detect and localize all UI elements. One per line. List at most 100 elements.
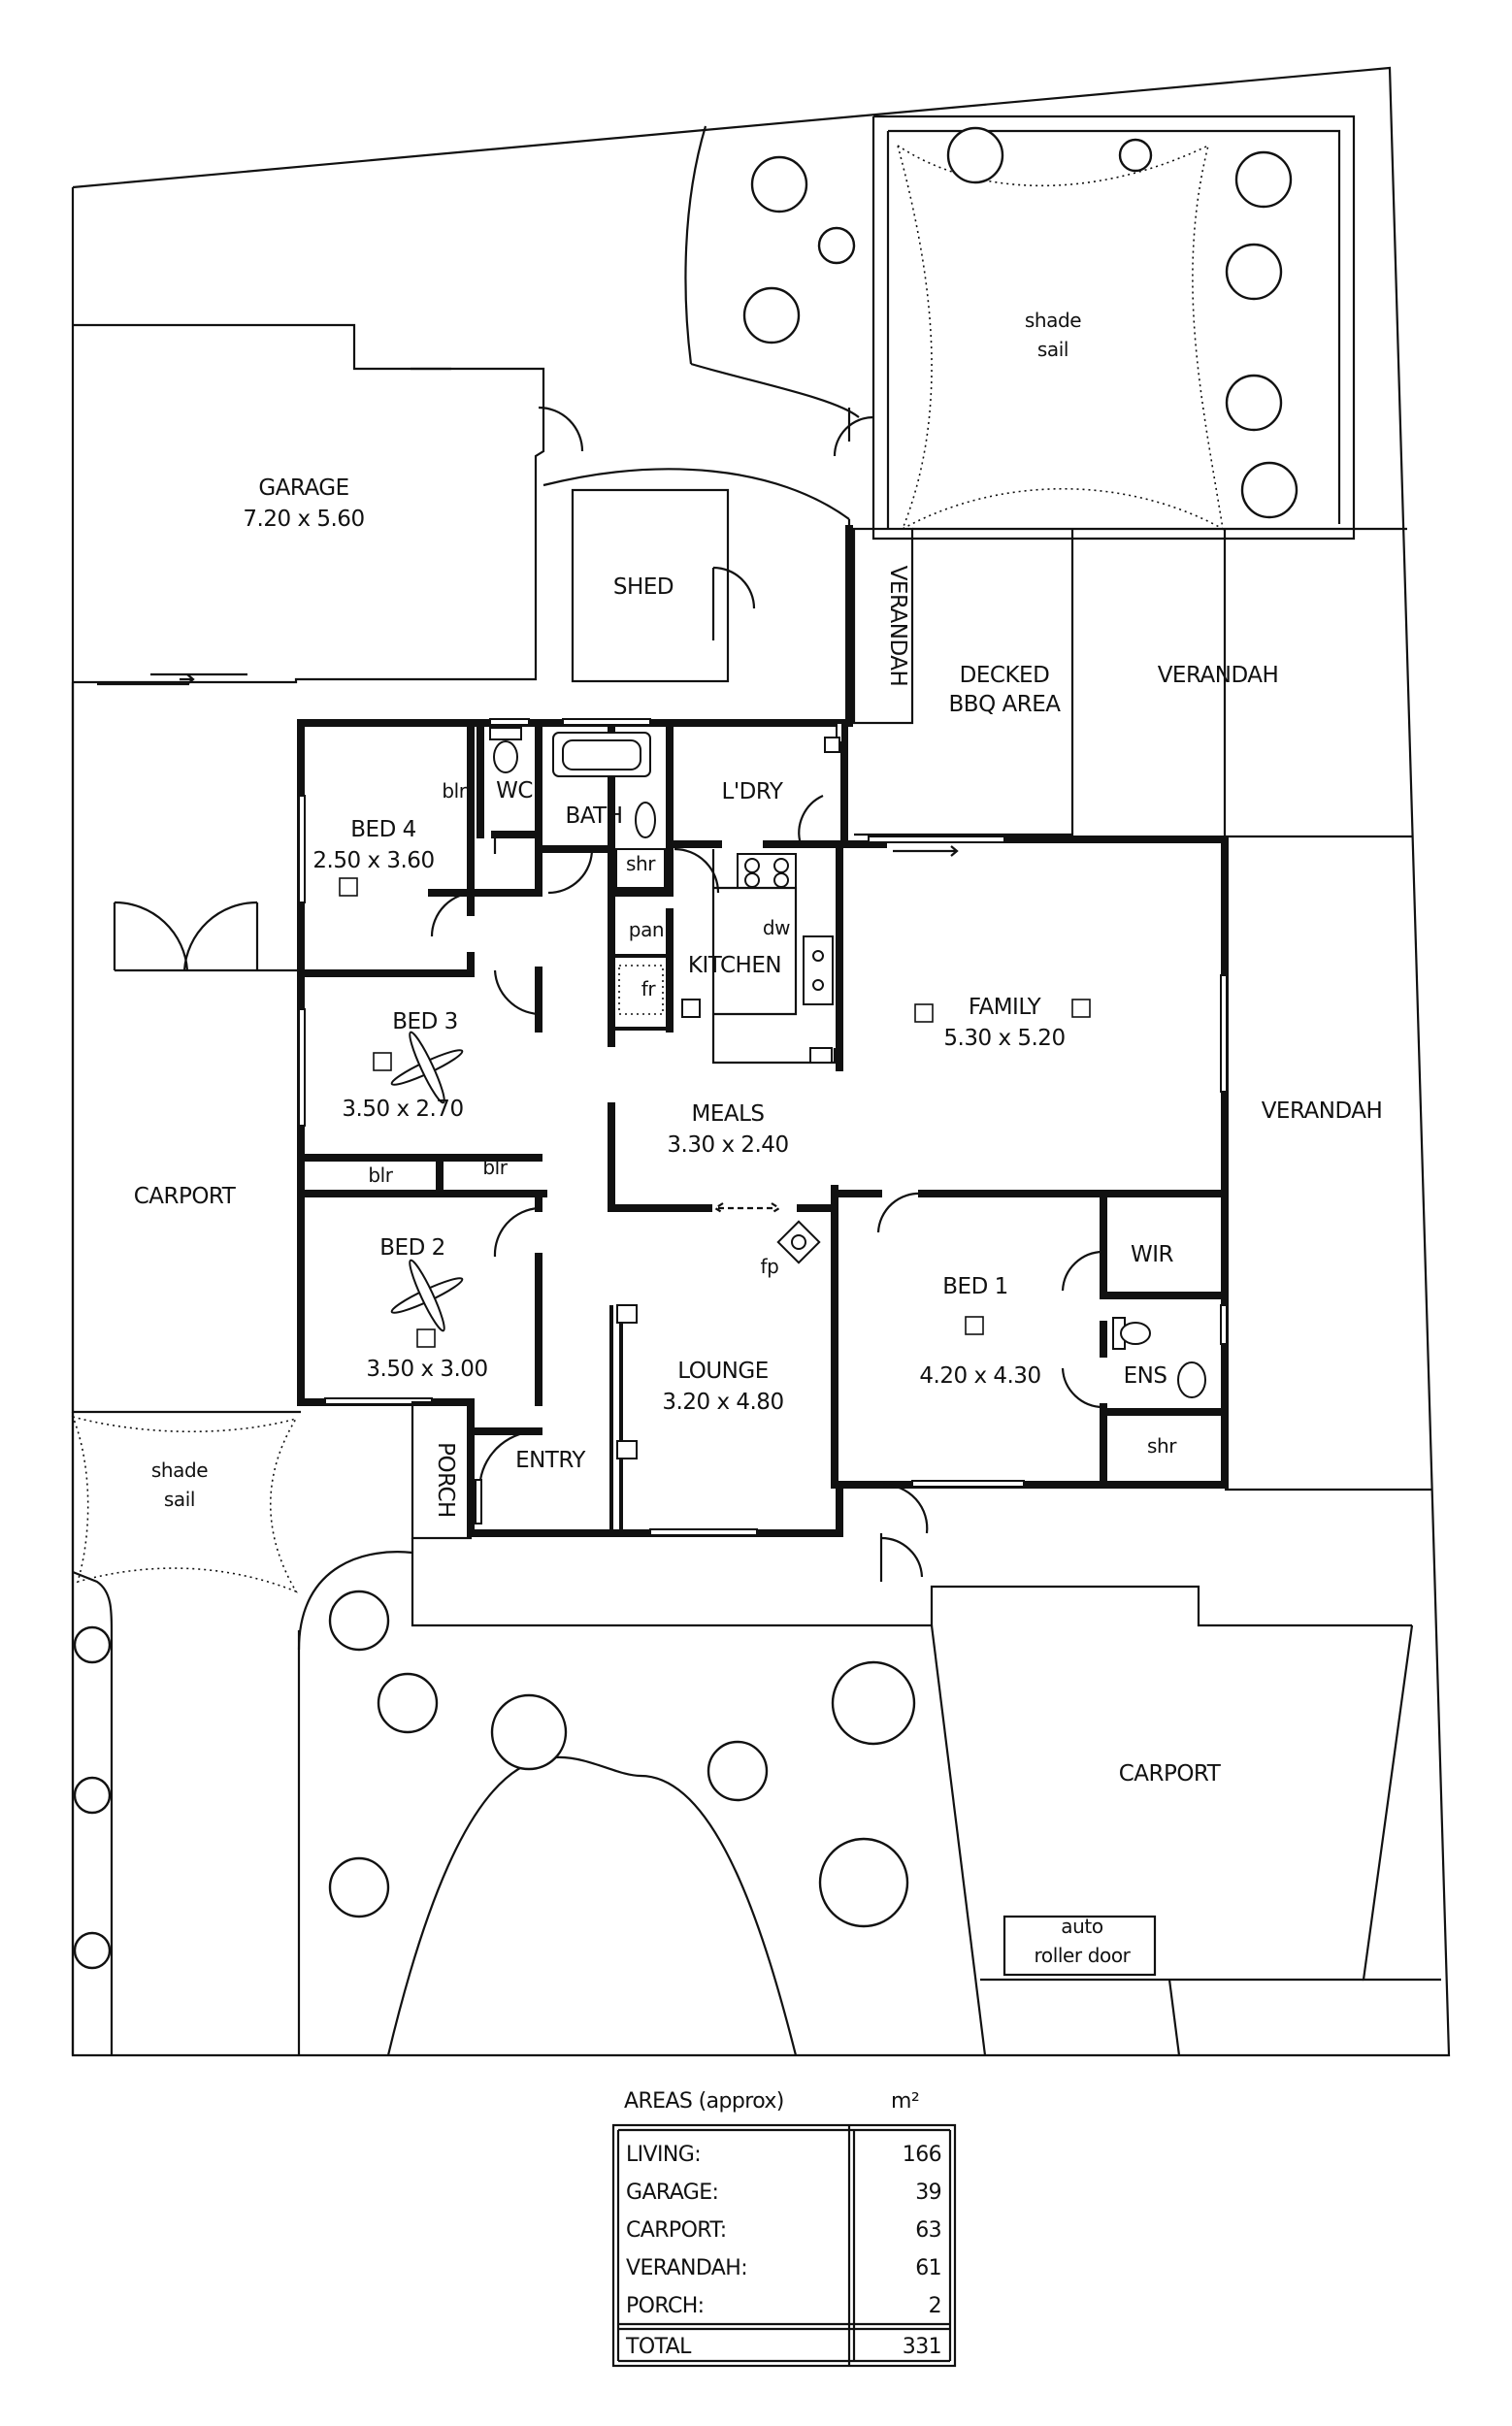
tree-icon [817,226,856,265]
areas-row-value: 61 [915,2256,941,2280]
blr-right-label: blr [482,1156,508,1179]
lounge-dims: 3.20 x 4.80 [662,1390,783,1415]
areas-row-value: 39 [915,2180,941,2205]
areas-row-label: VERANDAH: [626,2256,747,2280]
shade-sail-left-label-2: sail [164,1488,195,1511]
room-labels: GARAGE 7.20 x 5.60 SHED VERANDAH DECKED … [134,309,1383,1967]
areas-row-value: 63 [915,2218,941,2243]
tree-icon [377,1672,439,1734]
tree-icon [1234,150,1293,209]
tree-icon [707,1740,769,1802]
shr-bath-label: shr [626,852,656,875]
areas-unit: m² [891,2089,919,2114]
tree-icon [73,1931,112,1970]
shade-sail-top-label: shade [1025,309,1081,332]
wir-label: WIR [1131,1242,1174,1267]
tree-icon [328,1856,390,1918]
bed4-label: BED 4 [350,817,415,842]
shade-sail-top-label-2: sail [1037,338,1068,361]
bed4-dims: 2.50 x 3.60 [312,848,434,873]
shade-sail-left-label: shade [151,1459,208,1482]
tree-icon [490,1693,568,1771]
fridge-label: fr [641,977,657,1000]
tree-icon [1225,374,1283,432]
areas-row: CARPORT: 63 [626,2218,942,2243]
rear-garden [542,125,874,529]
interior-walls [297,719,1229,1533]
tree-icon [1225,243,1283,301]
porch-label: PORCH [433,1442,458,1518]
ens-label: ENS [1124,1363,1167,1389]
areas-total-label: TOTAL [625,2335,692,2359]
pantry-label: pan [629,918,664,941]
dishwasher-label: dw [763,916,790,939]
areas-row-label: CARPORT: [626,2218,727,2243]
doors [430,794,1104,1534]
family-dims: 5.30 x 5.20 [943,1026,1065,1051]
bed2-dims: 3.50 x 3.00 [366,1357,487,1382]
shed [571,488,756,683]
tree-icon [73,1776,112,1815]
bed3-label: BED 3 [392,1009,457,1034]
shade-sail-left [71,1412,298,2055]
tree-icon [742,286,801,344]
areas-row-value: 2 [929,2294,941,2318]
tree-icon [750,155,808,213]
tree-icon [818,1837,909,1928]
areas-row: VERANDAH: 61 [626,2256,942,2280]
front-garden [386,1755,798,2056]
verandah-top-label: VERANDAH [1158,663,1279,688]
meals-dims: 3.30 x 2.40 [667,1132,788,1158]
garage [73,323,584,686]
areas-row: GARAGE: 39 [626,2180,942,2205]
tree-icon [1240,461,1298,519]
decked-label: DECKED [960,663,1050,688]
roller-door-label-2: roller door [1034,1944,1131,1967]
areas-title: AREAS (approx) [624,2089,784,2114]
kitchen-label: KITCHEN [688,953,781,978]
kitchen-fixtures [618,849,837,1065]
garage-dims: 7.20 x 5.60 [243,507,364,532]
laundry-label: L'DRY [722,779,784,804]
garage-label: GARAGE [258,475,348,501]
fireplace [616,1220,821,1459]
fireplace-label: fp [761,1255,779,1278]
verandah-right-label: VERANDAH [1262,1098,1383,1124]
bath-label: BATH [565,803,622,829]
tree-icon [1118,138,1153,173]
carport-left [71,682,301,1414]
verandah-vertical-label: VERANDAH [885,566,910,687]
carport-right-label: CARPORT [1119,1761,1222,1787]
bathroom-fixtures [489,727,1206,1398]
areas-total-value: 331 [903,2335,941,2359]
wc-label: WC [496,778,533,803]
bed1-dims: 4.20 x 4.30 [919,1363,1040,1389]
areas-row-value: 166 [903,2143,941,2167]
areas-row-label: PORCH: [626,2294,705,2318]
entry-label: ENTRY [515,1448,586,1473]
carport-left-label: CARPORT [134,1184,237,1209]
areas-row: PORCH: 2 [626,2294,942,2318]
tree-icon [946,126,1004,184]
tree-icon [73,1625,112,1664]
roller-door-label: auto [1061,1915,1103,1938]
lounge-label: LOUNGE [677,1359,769,1384]
areas-row-label: LIVING: [626,2143,701,2167]
shed-label: SHED [613,574,674,600]
tree-icon [328,1590,390,1652]
family-label: FAMILY [969,995,1042,1020]
bed3-dims: 3.50 x 2.70 [342,1097,463,1122]
blr-left-label: blr [368,1164,393,1187]
trees [73,126,1298,1970]
areas-row-label: GARAGE: [626,2180,718,2205]
bed2-label: BED 2 [379,1235,444,1261]
areas-row: LIVING: 166 [626,2143,942,2167]
shr-ens-label: shr [1147,1434,1177,1458]
meals-label: MEALS [691,1101,764,1127]
porch [297,1400,1441,2056]
blr-bed4-label: blr [442,779,467,803]
areas-total-row: TOTAL 331 [625,2335,942,2359]
areas-table: AREAS (approx) m² LIVING: 166 GARAGE: 39… [611,2089,957,2368]
tree-icon [831,1660,916,1746]
